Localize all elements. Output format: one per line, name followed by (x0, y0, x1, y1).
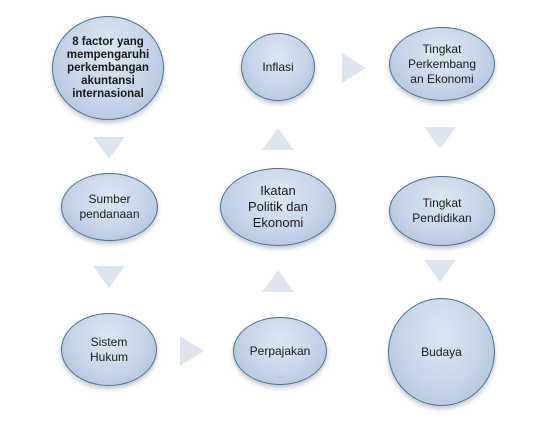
node-factors-label: 8 factor yang mempengaruhi perkembangan … (66, 35, 150, 100)
node-inflasi: Inflasi (241, 33, 315, 101)
node-sistem-label: Sistem Hukum (89, 334, 128, 364)
node-ikatan-label: Ikatan Politik dan Ekonomi (248, 183, 308, 230)
node-sumber: Sumber pendanaan (61, 173, 158, 241)
node-perkembangan-label: Tingkat Perkembang an Ekonomi (407, 41, 477, 86)
arrow-perkembangan-to-pendidikan (424, 127, 456, 149)
node-sumber-label: Sumber pendanaan (79, 192, 140, 221)
node-sistem: Sistem Hukum (61, 313, 157, 386)
node-budaya-label: Budaya (421, 344, 462, 359)
arrow-sumber-to-sistem (93, 266, 125, 288)
node-inflasi-label: Inflasi (262, 59, 294, 74)
node-pendidikan: Tingkat Pendidikan (389, 176, 495, 246)
arrow-perpajakan-to-ikatan (262, 270, 294, 292)
arrow-sistem-to-perpajakan (180, 336, 204, 366)
arrow-ikatan-to-inflasi (262, 128, 294, 150)
arrow-inflasi-to-perkembangan (342, 53, 366, 83)
arrow-pendidikan-to-budaya (424, 260, 456, 282)
node-pendidikan-label: Tingkat Pendidikan (412, 196, 472, 225)
node-perpajakan: Perpajakan (233, 317, 327, 385)
arrow-factors-to-sumber (93, 137, 125, 159)
node-perpajakan-label: Perpajakan (249, 343, 311, 358)
node-budaya: Budaya (388, 298, 495, 406)
node-perkembangan: Tingkat Perkembang an Ekonomi (389, 27, 495, 101)
node-factors: 8 factor yang mempengaruhi perkembangan … (52, 16, 164, 120)
node-ikatan: Ikatan Politik dan Ekonomi (220, 168, 336, 246)
